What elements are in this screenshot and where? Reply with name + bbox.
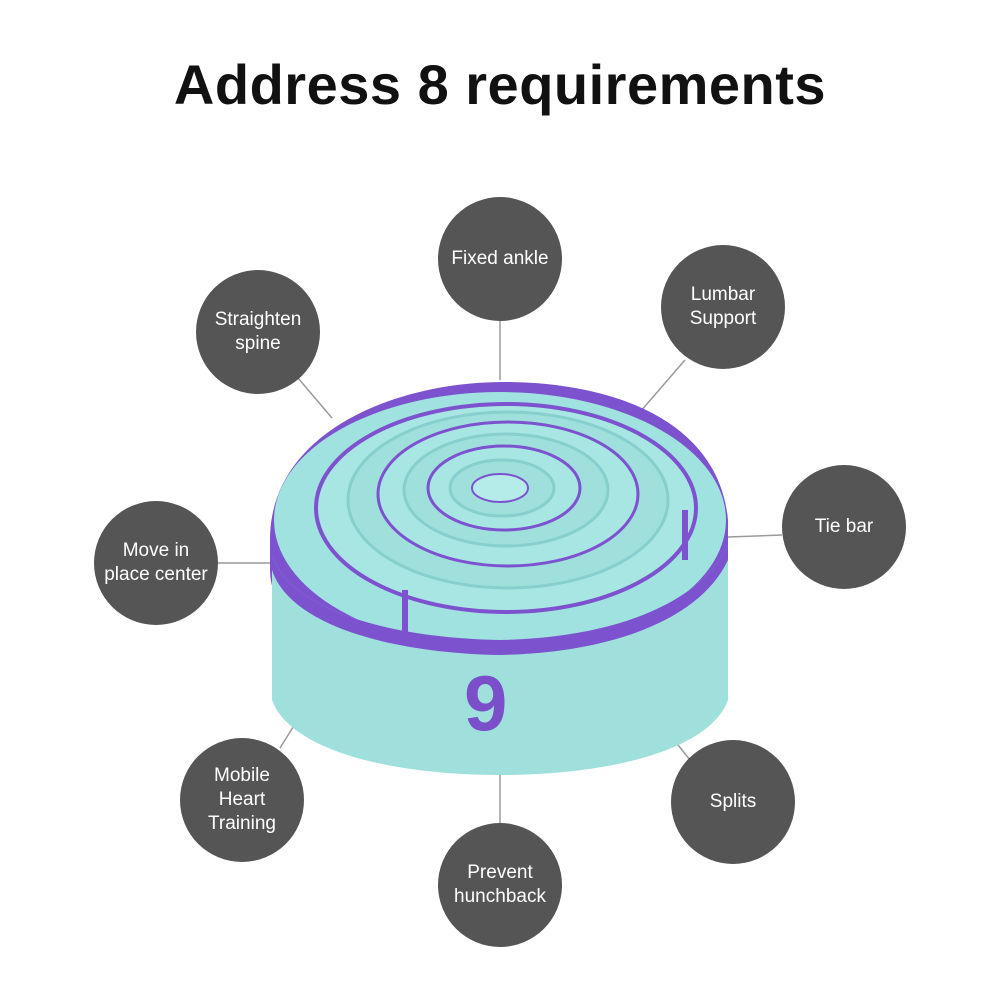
feature-prevent-hunchback: Prevent hunchback [438, 823, 562, 947]
feature-fixed-ankle: Fixed ankle [438, 197, 562, 321]
feature-label: Straighten spine [214, 309, 302, 354]
feature-label: Mobile Heart Training [208, 765, 276, 834]
feature-tie-bar: Tie bar [782, 465, 906, 589]
feature-label: Lumbar Support [689, 284, 757, 329]
connector-straighten-spine [297, 377, 333, 419]
feature-straighten-spine: Straighten spine [196, 270, 320, 394]
feature-label: Tie bar [814, 516, 874, 537]
feature-label: Fixed ankle [451, 248, 549, 269]
feature-label: Prevent hunchback [454, 862, 546, 907]
feature-label: Splits [709, 791, 757, 812]
page-title: Address 8 requirements [173, 53, 827, 116]
feature-lumbar-support: Lumbar Support [661, 245, 785, 369]
connector-lumbar-support [639, 359, 686, 413]
feature-mobile-heart-training: Mobile Heart Training [180, 738, 304, 862]
band-number: 9 [464, 659, 507, 747]
stretch-band-image: 9 [270, 381, 728, 775]
feature-splits: Splits [671, 740, 795, 864]
feature-move-in-place-center: Move in place center [94, 501, 218, 625]
feature-label: Move in place center [104, 540, 208, 585]
